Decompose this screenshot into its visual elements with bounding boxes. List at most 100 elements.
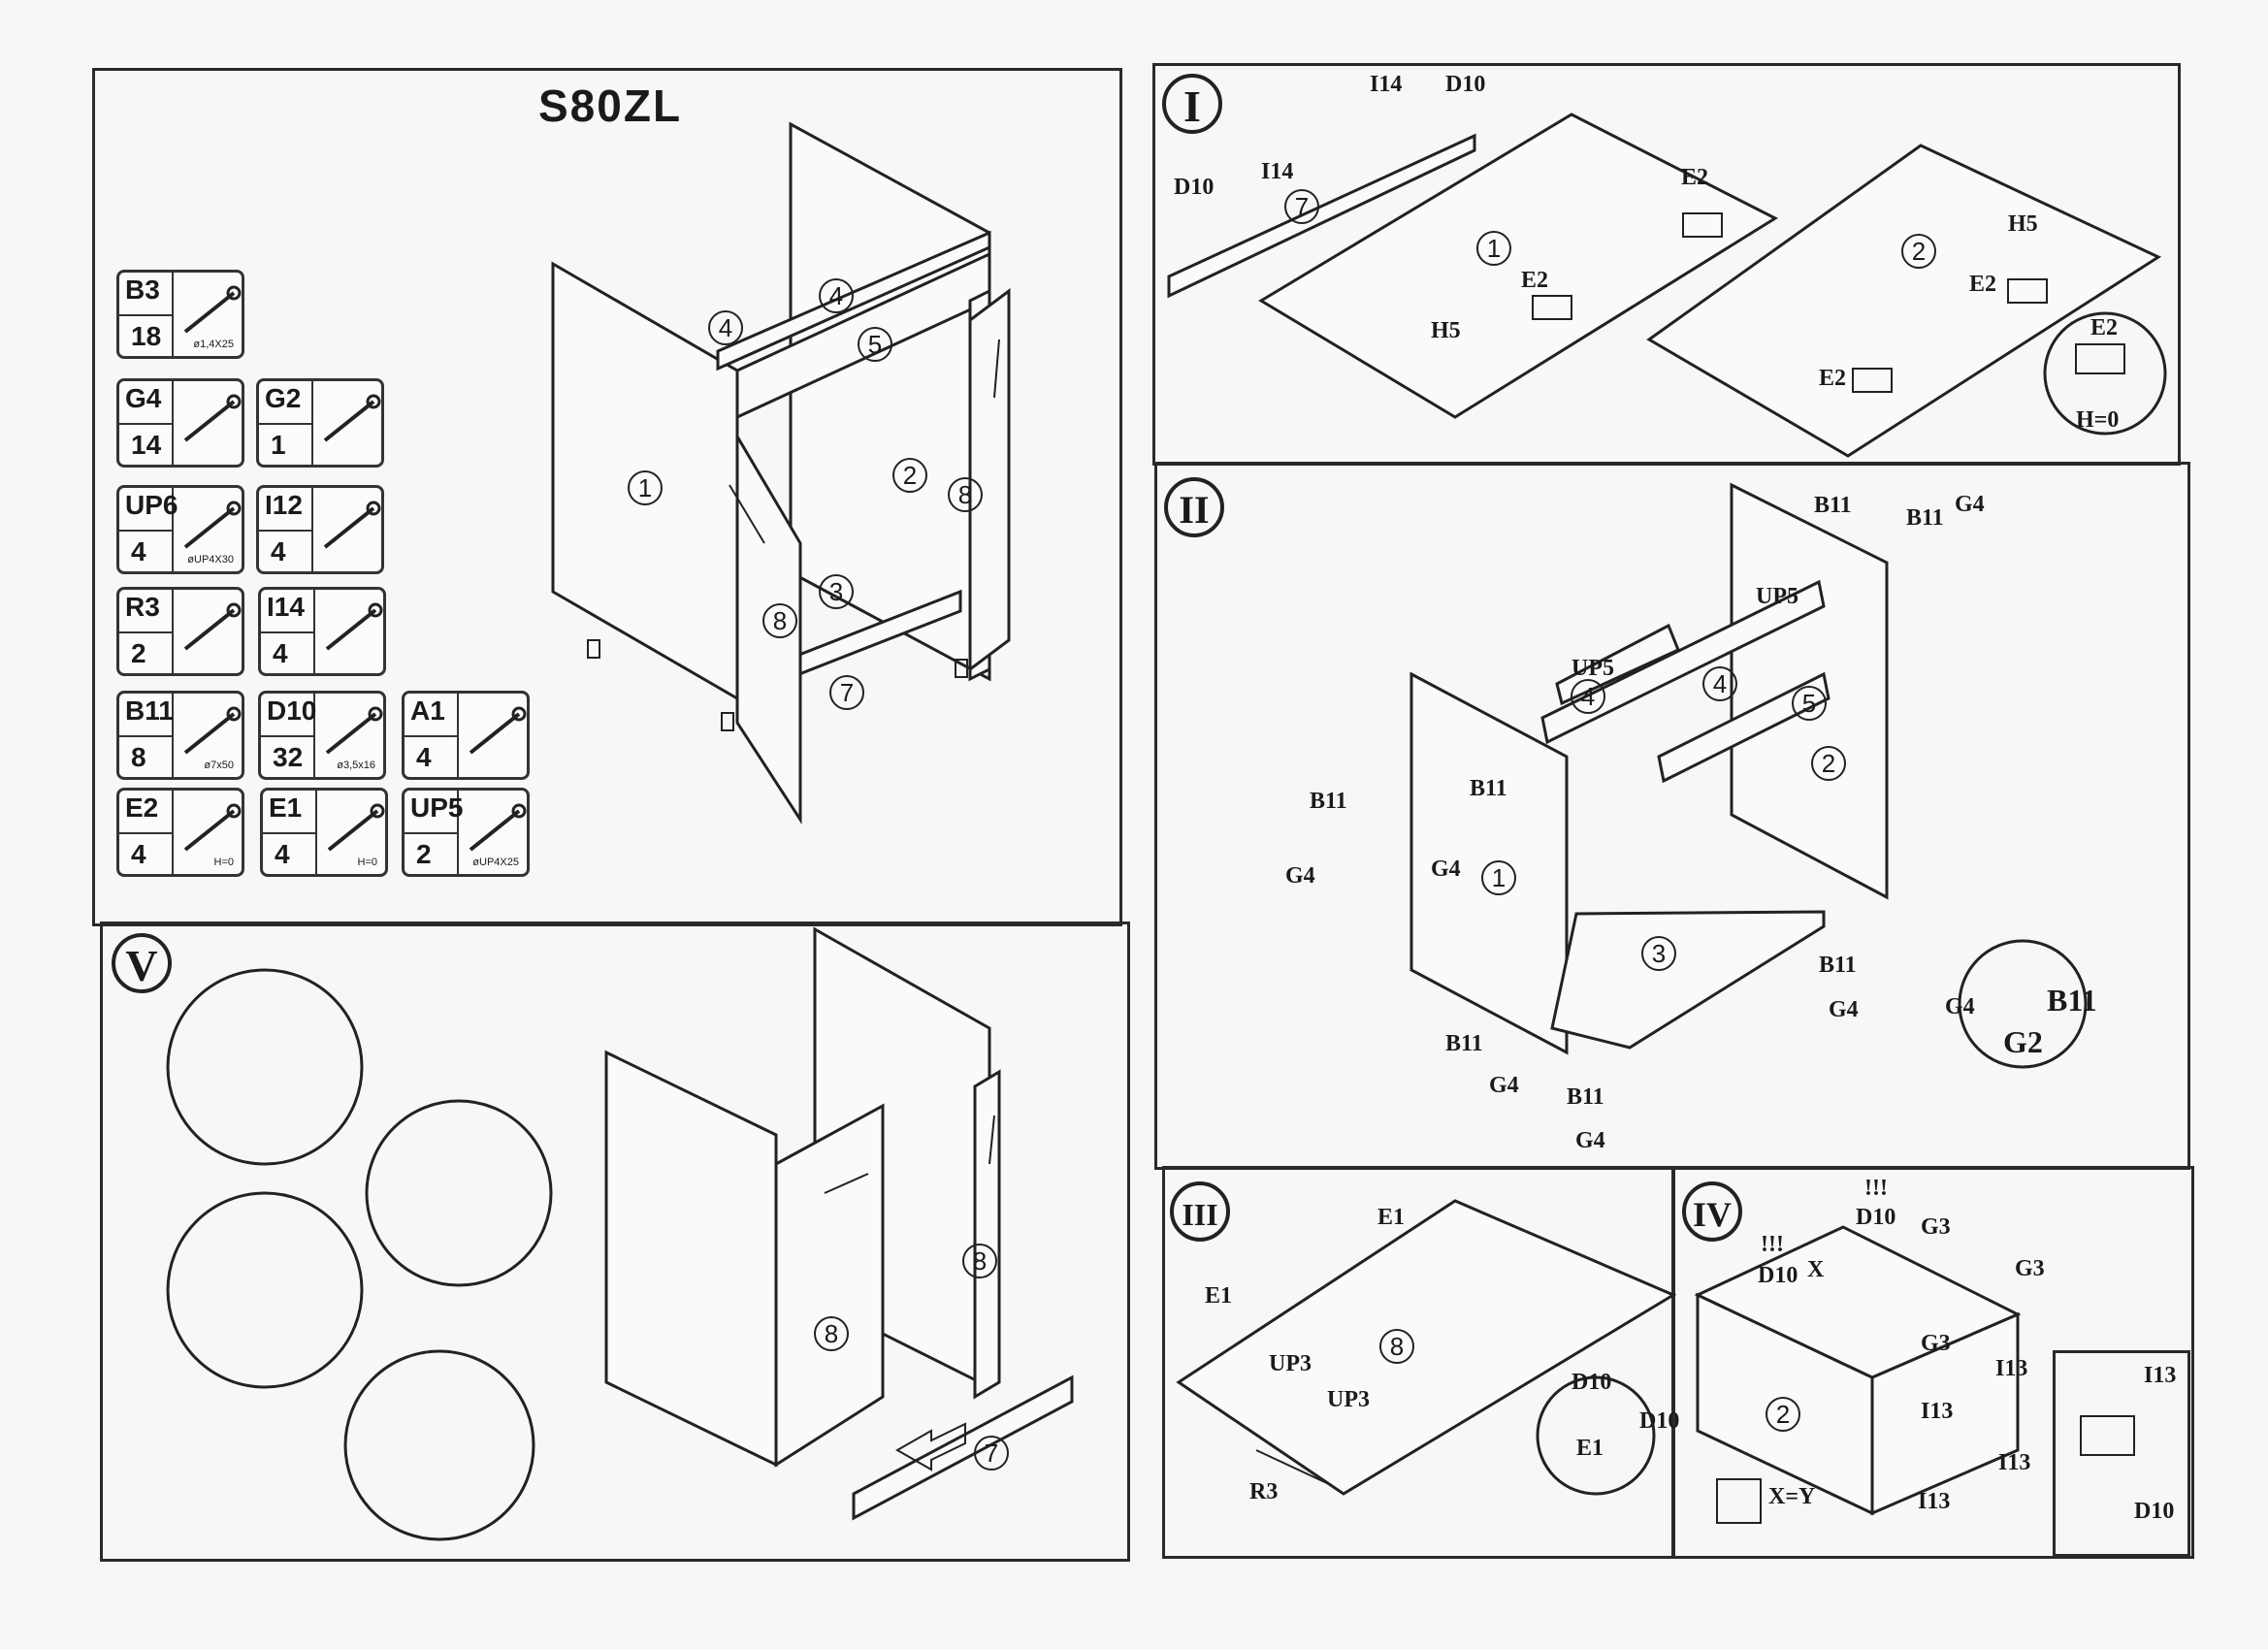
piece-number-4: 4: [1571, 679, 1605, 714]
part-code: UP6: [125, 490, 178, 520]
label-g4: G4: [1285, 863, 1315, 889]
step-v-drawing: [166, 926, 1074, 1541]
hinge-plate-icon: [327, 803, 385, 852]
screw-icon: [183, 501, 242, 549]
label-: !!!: [1761, 1232, 1784, 1257]
label-i13: I13: [1995, 1356, 2027, 1381]
part-code: UP5: [410, 792, 464, 823]
part-code: E2: [125, 792, 159, 823]
part-quantity: 4: [416, 742, 432, 772]
part-quantity: 4: [131, 839, 146, 869]
part-code: I12: [265, 490, 303, 520]
piece-number-1: 1: [1481, 860, 1516, 895]
label-e2: E2: [1521, 268, 1548, 293]
label-g3: G3: [1921, 1331, 1951, 1356]
part-quantity: 32: [273, 742, 304, 772]
adjustable-leg-icon: [323, 501, 381, 549]
label-b11: B11: [1445, 1031, 1483, 1056]
part-quantity: 2: [131, 638, 146, 668]
svg-text:5: 5: [868, 330, 882, 359]
step-iii-badge: III: [1170, 1181, 1230, 1242]
label-d10: D10: [1639, 1408, 1679, 1434]
leg-foot-icon: [183, 394, 242, 442]
part-code: G4: [125, 383, 162, 413]
label-d10: D10: [2134, 1499, 2174, 1524]
part-code: I14: [267, 592, 305, 622]
piece-number-2: 2: [1811, 746, 1846, 781]
label-g4: G4: [1489, 1073, 1519, 1098]
piece-number-8: 8: [814, 1316, 849, 1351]
part-quantity: 14: [131, 430, 162, 460]
piece-number-1: 1: [628, 470, 663, 505]
nail-icon: [183, 285, 242, 334]
part-code: G2: [265, 383, 302, 413]
part-card-i14: I14 4: [258, 587, 386, 676]
piece-number-2: 2: [892, 458, 927, 493]
part-code: A1: [410, 695, 445, 726]
svg-text:4: 4: [1713, 669, 1727, 698]
label-d10: D10: [1174, 175, 1214, 200]
piece-number-3: 3: [1641, 936, 1676, 971]
part-quantity: 8: [131, 742, 146, 772]
piece-number-8: 8: [762, 603, 797, 638]
label-d10: D10: [1445, 72, 1485, 97]
part-spec: øUP4X25: [472, 857, 519, 868]
step-iv-badge: IV: [1682, 1181, 1742, 1242]
part-quantity: 1: [271, 430, 286, 460]
label-e1: E1: [1576, 1436, 1604, 1461]
label-g4: G4: [1955, 492, 1985, 517]
part-code: B3: [125, 275, 160, 305]
piece-number-7: 7: [1284, 189, 1319, 224]
part-quantity: 4: [273, 638, 288, 668]
label-i13: I13: [1921, 1399, 1953, 1424]
label-h5: H5: [1431, 318, 1461, 343]
screw-icon: [469, 803, 527, 852]
model-title: S80ZL: [538, 81, 683, 131]
label-e2: E2: [2090, 315, 2118, 340]
label-e2: E2: [1681, 165, 1708, 190]
part-quantity: 2: [416, 839, 432, 869]
part-code: B11: [125, 695, 174, 726]
part-spec: ø1,4X25: [193, 339, 234, 350]
piece-number-1: 1: [1476, 231, 1511, 266]
hinge-icon: [183, 803, 242, 852]
part-spec: H=0: [357, 857, 378, 868]
label-b11: B11: [2047, 983, 2097, 1018]
confirmat-screw-icon: [183, 706, 242, 755]
label-e2: E2: [1969, 272, 1996, 297]
piece-number-4: 4: [819, 278, 854, 313]
piece-number-8: 8: [948, 477, 983, 512]
svg-text:1: 1: [1487, 234, 1501, 263]
part-spec: øUP4X30: [187, 554, 234, 566]
step-i-badge: I: [1162, 74, 1222, 134]
svg-text:3: 3: [829, 577, 843, 606]
label-i13: I13: [1998, 1450, 2030, 1475]
step-ii-badge: II: [1164, 477, 1224, 537]
svg-text:8: 8: [1390, 1332, 1404, 1361]
piece-number-8: 8: [1379, 1329, 1414, 1364]
piece-number-4: 4: [1702, 666, 1737, 701]
label-g3: G3: [1921, 1214, 1951, 1240]
svg-text:7: 7: [840, 678, 854, 707]
part-code: D10: [267, 695, 317, 726]
part-card-up5: UP5 2 øUP4X25: [402, 788, 530, 877]
step-iv-panel: [1672, 1166, 2194, 1559]
overview-panel: [92, 68, 1122, 926]
label-i14: I14: [1261, 159, 1293, 184]
label-x: X: [1807, 1257, 1825, 1282]
svg-text:3: 3: [1652, 939, 1666, 968]
svg-text:8: 8: [825, 1319, 838, 1348]
label-g4: G4: [1829, 997, 1859, 1022]
part-spec: H=0: [213, 857, 235, 868]
label-d10: D10: [1758, 1263, 1798, 1288]
label-b11: B11: [1814, 493, 1852, 518]
svg-text:2: 2: [1912, 237, 1926, 266]
dowel-icon: [469, 706, 527, 755]
piece-number-2: 2: [1766, 1397, 1800, 1432]
label-: !!!: [1864, 1176, 1888, 1201]
